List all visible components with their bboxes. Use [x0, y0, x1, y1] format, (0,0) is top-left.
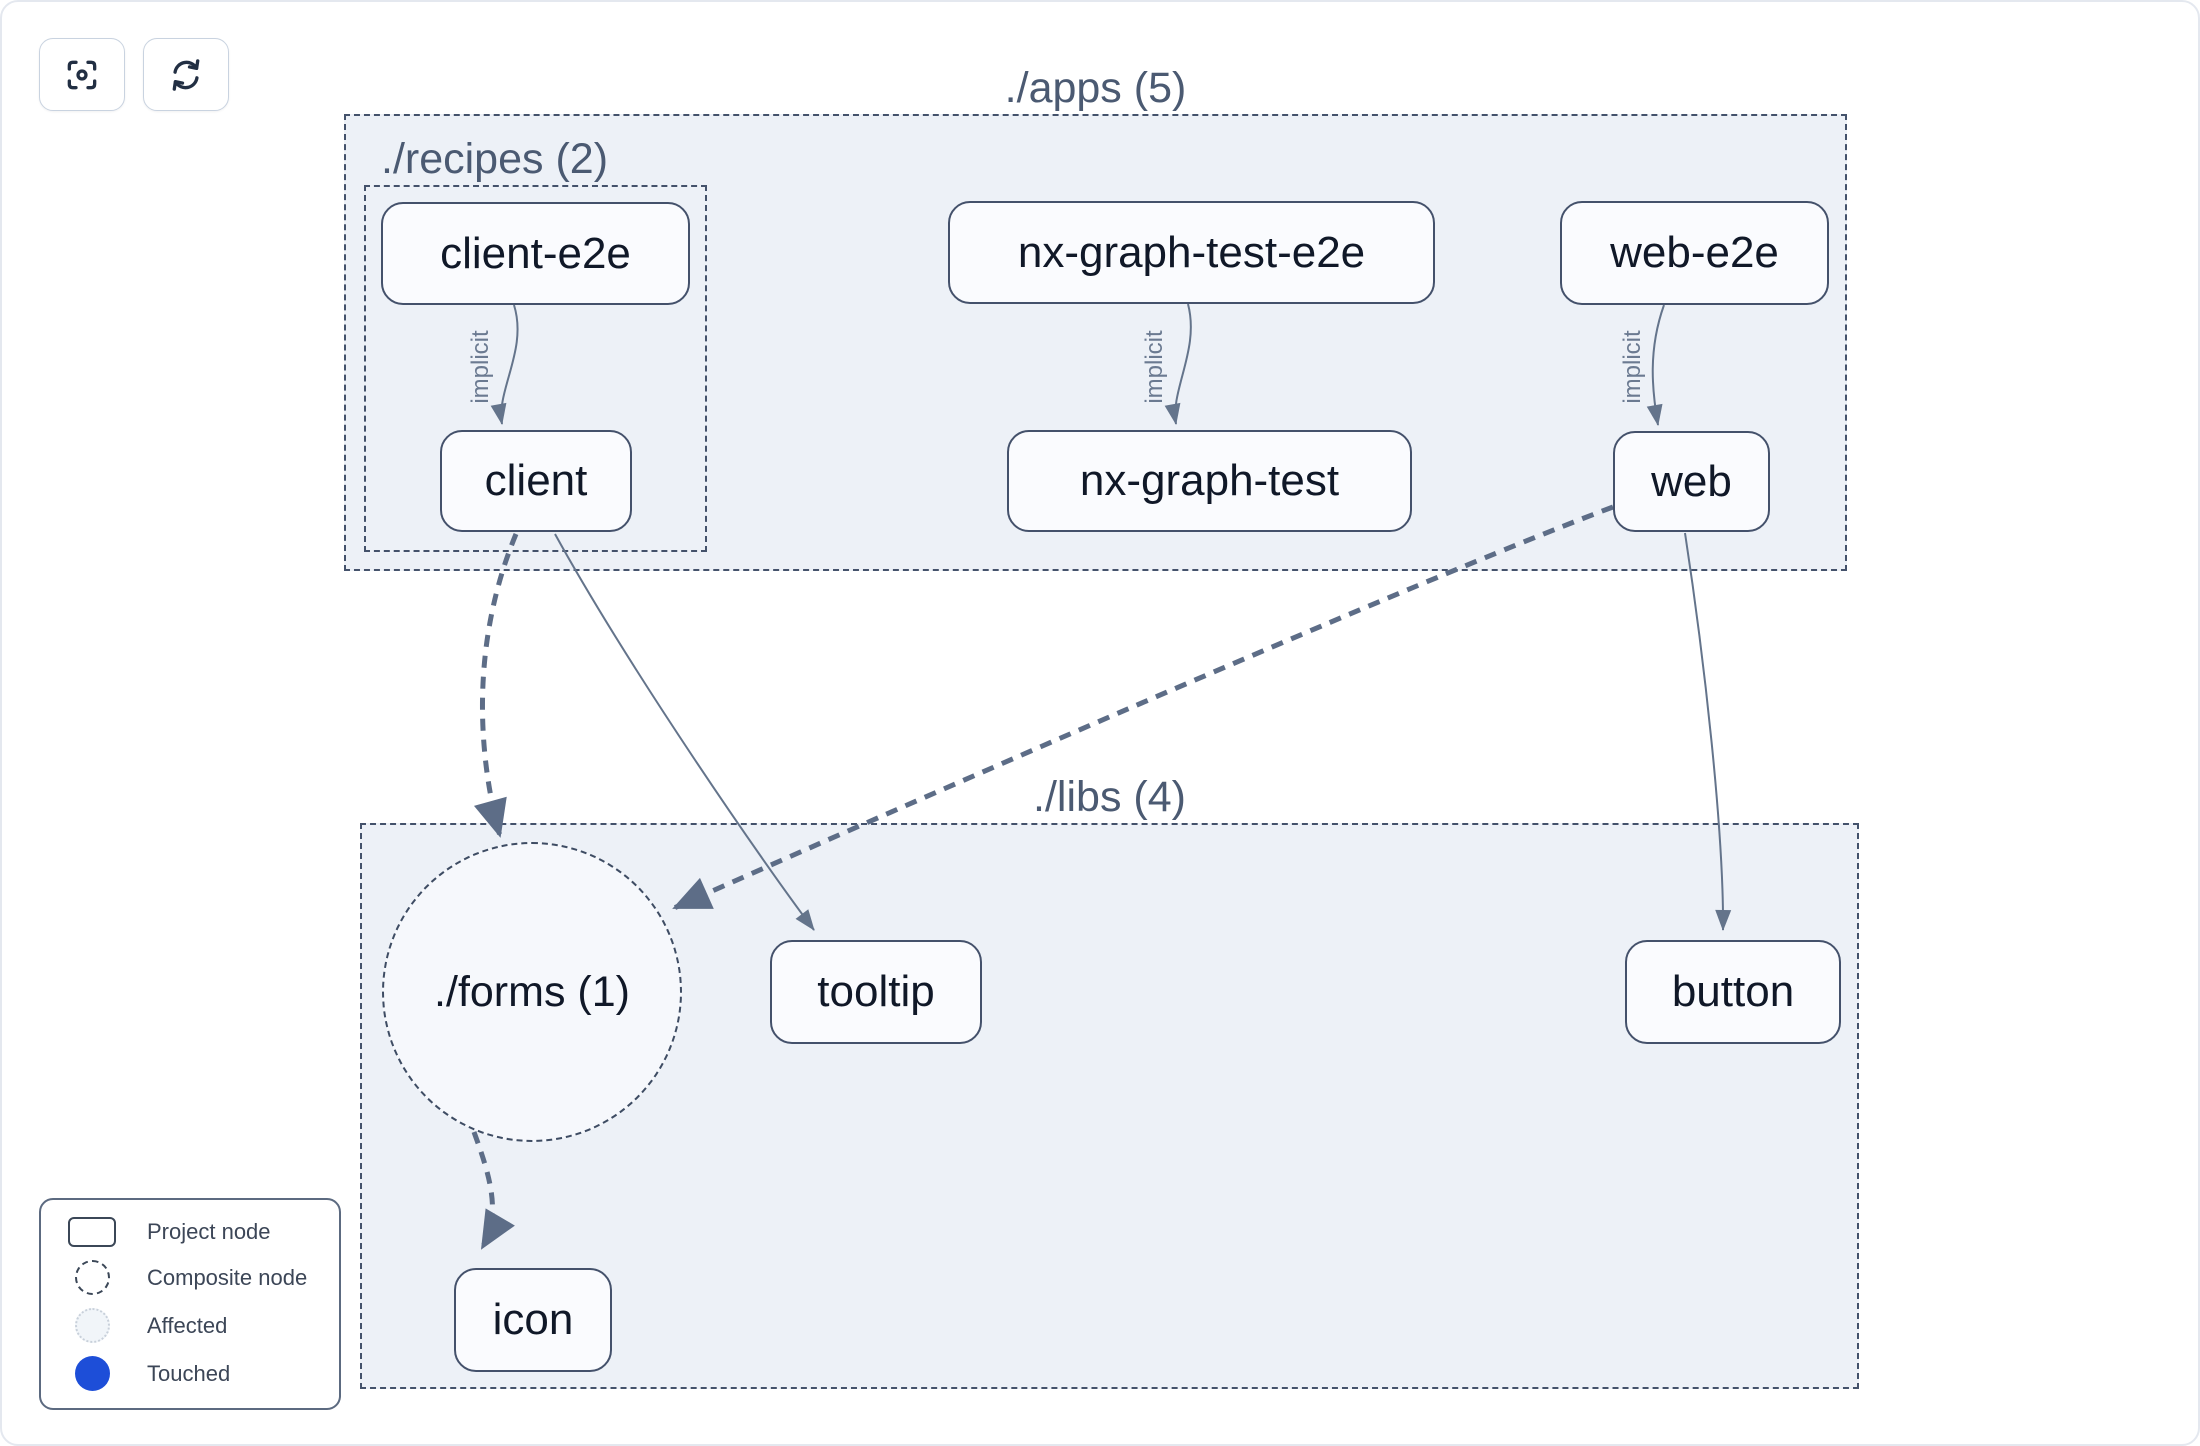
node-tooltip[interactable]: tooltip: [770, 940, 982, 1044]
composite-node-icon: [74, 1260, 110, 1295]
affected-icon: [74, 1308, 110, 1343]
node-button[interactable]: button: [1625, 940, 1841, 1044]
legend-item-composite-node: Composite node: [61, 1260, 319, 1295]
legend-label: Project node: [147, 1219, 271, 1244]
edge-web-e2e-to-web: implicit: [1619, 304, 1665, 426]
legend-item-project-node: Project node: [61, 1217, 319, 1247]
composite-node-forms-label: ./forms (1): [434, 967, 630, 1016]
edge-forms-to-icon: [471, 1131, 515, 1250]
node-nx-graph-test-e2e-label: nx-graph-test-e2e: [1017, 227, 1366, 277]
touched-icon: [74, 1356, 110, 1391]
node-tooltip-label: tooltip: [817, 967, 935, 1016]
edge-client-to-forms: [473, 533, 519, 838]
edge-client-to-tooltip: [554, 533, 815, 931]
node-icon-label: icon: [492, 1295, 574, 1344]
edge-web-to-forms: [672, 504, 1614, 911]
node-client-e2e-label: client-e2e: [440, 228, 631, 278]
group-apps-label: ./apps (5): [1004, 64, 1187, 112]
edge-nx-graph-test-e2e-to-nx-graph-test: implicit: [1141, 303, 1192, 425]
center-graph-button[interactable]: [39, 38, 125, 111]
edge-client-e2e-to-client: implicit: [467, 304, 519, 425]
legend-label: Composite node: [147, 1264, 308, 1290]
node-web-e2e-label: web-e2e: [1610, 228, 1779, 277]
svg-text:implicit: implicit: [1141, 330, 1168, 404]
node-client-e2e[interactable]: client-e2e: [381, 202, 690, 305]
center-graph-icon: [63, 56, 101, 94]
node-nx-graph-test[interactable]: nx-graph-test: [1007, 430, 1412, 532]
group-recipes: [364, 185, 707, 552]
legend-item-touched: Touched: [61, 1356, 319, 1391]
refresh-icon: [167, 56, 205, 94]
legend-item-affected: Affected: [61, 1308, 319, 1343]
legend-label: Affected: [147, 1312, 228, 1338]
group-recipes-label: ./recipes (2): [381, 135, 609, 183]
node-button-label: button: [1671, 967, 1795, 1016]
refresh-button[interactable]: [143, 38, 229, 111]
node-web-label: web: [1651, 456, 1732, 506]
group-libs-label: ./libs (4): [1033, 773, 1186, 821]
svg-text:implicit: implicit: [467, 330, 494, 404]
node-icon[interactable]: icon: [454, 1268, 612, 1372]
node-client[interactable]: client: [440, 430, 632, 532]
legend-label: Touched: [147, 1360, 231, 1386]
graph-toolbar: [39, 38, 229, 111]
node-nx-graph-test-e2e[interactable]: nx-graph-test-e2e: [948, 201, 1435, 304]
node-client-label: client: [484, 456, 588, 505]
composite-node-forms[interactable]: ./forms (1): [382, 842, 682, 1142]
legend: Project node Composite node Affected Tou…: [39, 1198, 341, 1410]
edge-web-to-button: [1684, 532, 1732, 931]
node-web[interactable]: web: [1613, 431, 1770, 532]
node-web-e2e[interactable]: web-e2e: [1560, 201, 1829, 305]
project-node-icon: [68, 1217, 116, 1247]
node-nx-graph-test-label: nx-graph-test: [1079, 456, 1340, 505]
svg-text:implicit: implicit: [1619, 330, 1646, 404]
